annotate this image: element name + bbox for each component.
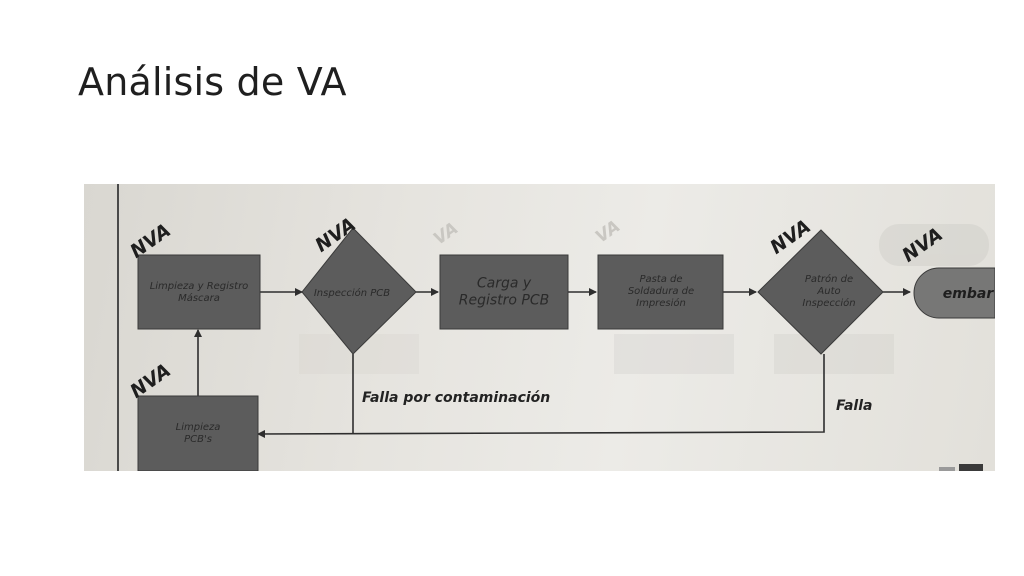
- node-carga-registro: [439, 254, 569, 330]
- node-inspeccion-pcb: [301, 227, 417, 355]
- corner-mark-dark: [959, 464, 983, 471]
- tag-va-carga: VA: [430, 218, 462, 249]
- node-inspeccion-pcb-label: Inspección PCB: [314, 287, 390, 299]
- tag-va-pasta: VA: [592, 216, 624, 247]
- node-embarque: [913, 267, 995, 319]
- connectors: [194, 288, 911, 438]
- slide-title: Análisis de VA: [78, 60, 347, 104]
- node-pasta-soldadura: [597, 254, 724, 330]
- edge-label-falla: Falla: [836, 398, 872, 414]
- node-limpieza-pcbs: [137, 395, 259, 471]
- node-limpieza-registro: [137, 254, 261, 330]
- corner-mark-light: [939, 467, 955, 471]
- background-ghost-shapes: [299, 224, 989, 374]
- edge-label-falla-contaminacion: Falla por contaminación: [362, 390, 550, 406]
- node-embarque-label: embar: [943, 286, 995, 302]
- return-line-patron: [257, 354, 825, 438]
- node-patron-auto: [757, 229, 884, 355]
